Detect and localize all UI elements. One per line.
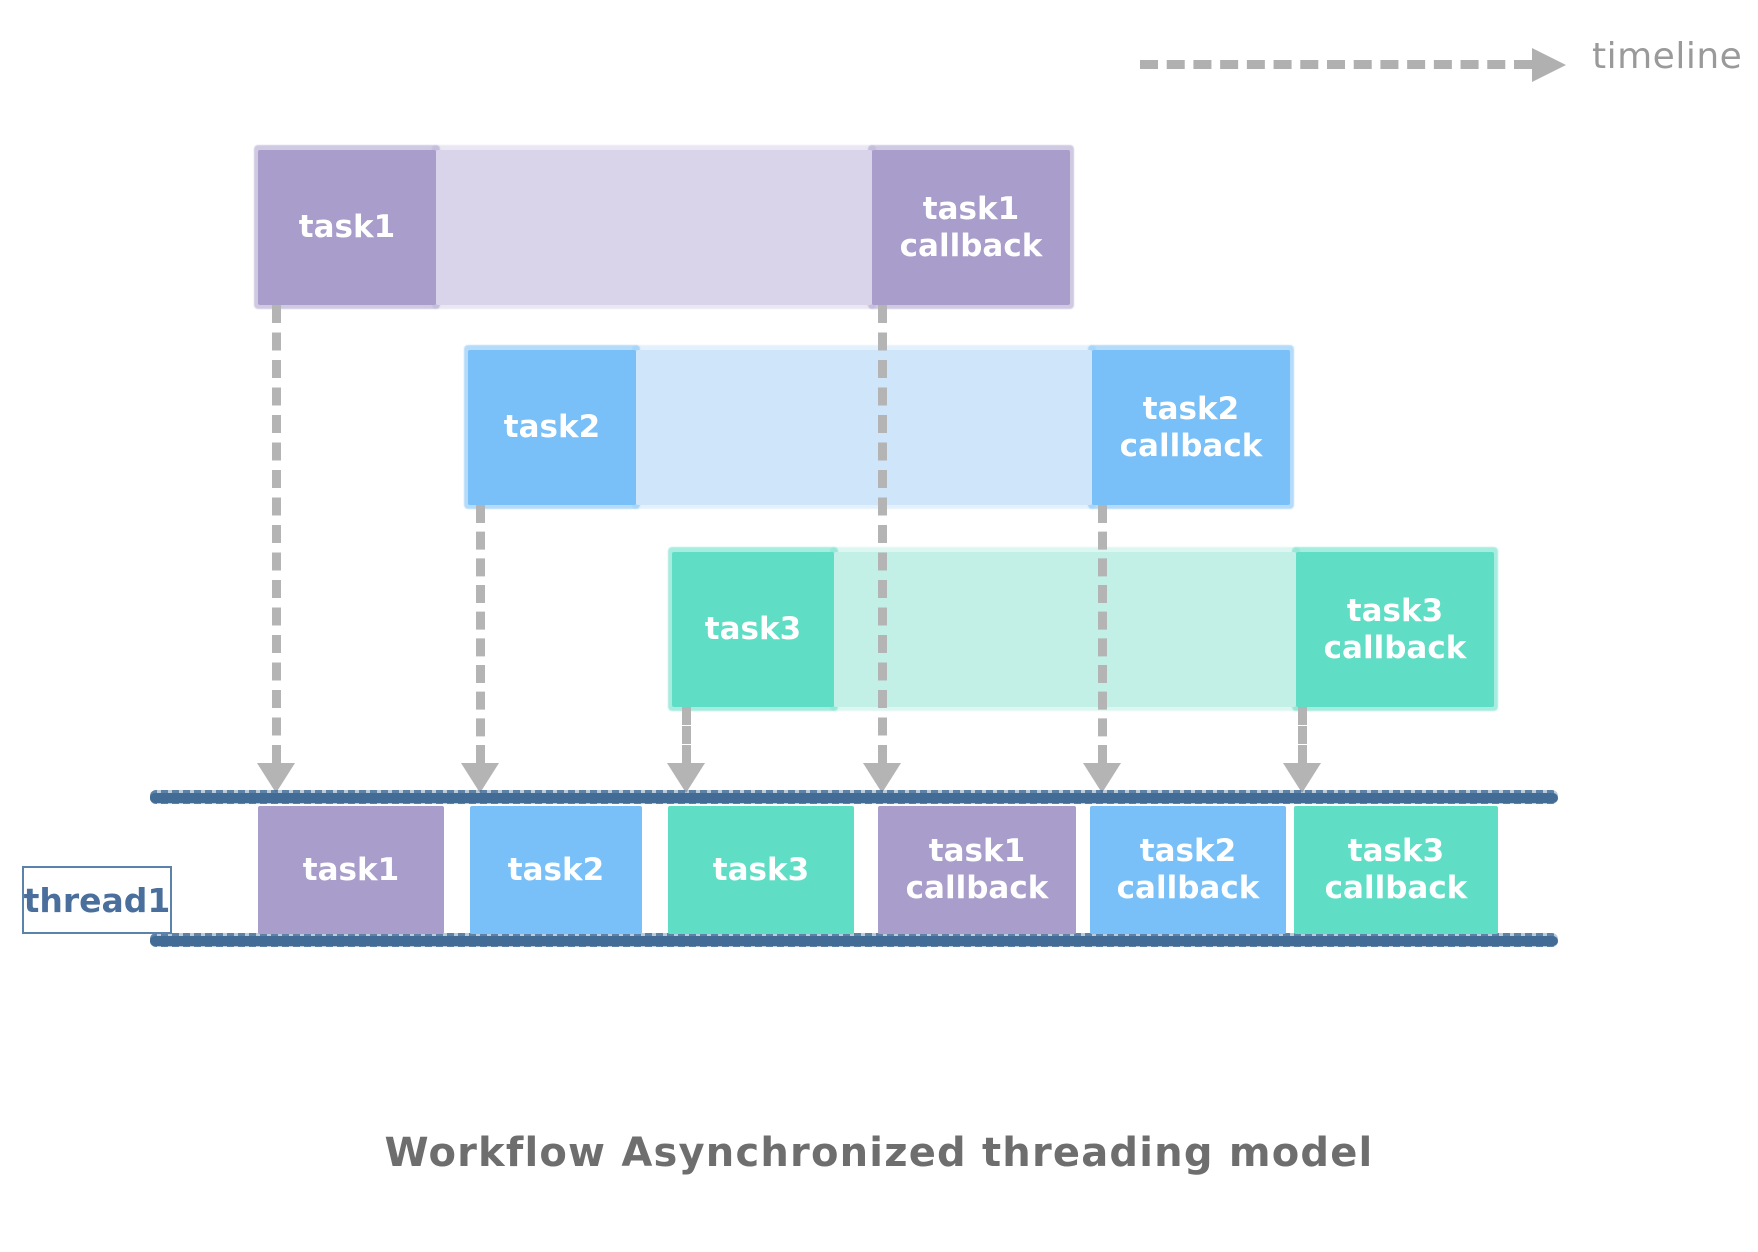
thread-rail-top [150, 790, 1558, 804]
connector-task1-start [272, 305, 281, 763]
connector-task2-callback-arrowhead-icon [1083, 763, 1121, 793]
task3-lane-head-label: task3 [704, 611, 802, 648]
dashed-line-icon [1140, 60, 1532, 69]
thread-block-task2-callback: task2 callback [1090, 806, 1286, 934]
thread-block-task3-label: task3 [712, 851, 810, 888]
thread-block-task1-callback-label: task1 callback [905, 833, 1049, 906]
task2-lane-head-segment: task2 [468, 350, 636, 505]
connector-task1-callback-arrowhead-icon [863, 763, 901, 793]
connector-task2-callback [1098, 505, 1107, 763]
task2-lane-callback-label: task2 callback [1119, 390, 1263, 464]
thread-rail-bottom [150, 933, 1558, 947]
thread-block-task2-label: task2 [507, 851, 605, 888]
thread-block-task1: task1 [258, 806, 444, 934]
task1-lane-head-label: task1 [298, 209, 396, 246]
connector-task2-start-arrowhead-icon [461, 763, 499, 793]
connector-task2-start [476, 505, 485, 763]
right-arrow-icon [1532, 48, 1566, 82]
task2-lane-callback-segment: task2 callback [1092, 350, 1290, 505]
task2-lane: task2 task2 callback [468, 350, 1290, 505]
task1-lane-head-segment: task1 [258, 150, 436, 305]
connector-task3-start [682, 707, 691, 763]
task3-lane: task3 task3 callback [672, 552, 1494, 707]
thread-block-task2: task2 [470, 806, 642, 934]
thread-block-task1-label: task1 [302, 851, 400, 888]
thread-block-task3-callback-label: task3 callback [1324, 833, 1468, 906]
connector-task3-start-arrowhead-icon [667, 763, 705, 793]
task3-lane-head-segment: task3 [672, 552, 834, 707]
task3-lane-callback-label: task3 callback [1323, 592, 1467, 666]
thread-block-task3-callback: task3 callback [1294, 806, 1498, 934]
task1-lane-wait-segment [436, 150, 872, 305]
connector-task3-callback-arrowhead-icon [1283, 763, 1321, 793]
connector-task1-callback [878, 305, 887, 763]
thread-block-task3: task3 [668, 806, 854, 934]
task1-lane-callback-segment: task1 callback [872, 150, 1070, 305]
task3-lane-callback-segment: task3 callback [1296, 552, 1494, 707]
task3-lane-wait-segment [834, 552, 1296, 707]
thread-badge-label: thread1 [23, 880, 171, 920]
task2-lane-wait-segment [636, 350, 1092, 505]
thread-badge: thread1 [22, 866, 172, 934]
connector-task3-callback [1298, 707, 1307, 763]
connector-task1-start-arrowhead-icon [257, 763, 295, 793]
task1-lane: task1 task1 callback [258, 150, 1070, 305]
timeline-legend: timeline [1140, 36, 1743, 92]
thread-block-task1-callback: task1 callback [878, 806, 1076, 934]
timeline-label: timeline [1592, 36, 1743, 77]
diagram-caption: Workflow Asynchronized threading model [384, 1130, 1374, 1176]
task1-lane-callback-label: task1 callback [899, 190, 1043, 264]
thread-block-task2-callback-label: task2 callback [1116, 833, 1260, 906]
task2-lane-head-label: task2 [503, 409, 601, 446]
